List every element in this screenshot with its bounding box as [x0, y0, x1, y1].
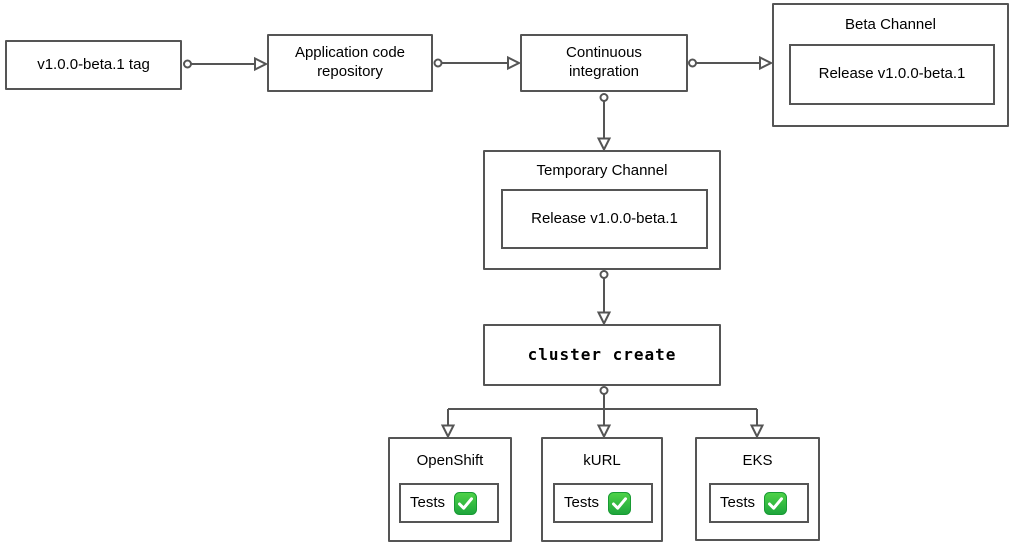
- release-label: Release v1.0.0-beta.1: [531, 209, 678, 227]
- check-mark-icon: [454, 491, 478, 515]
- eks-tests-box: Tests: [709, 483, 809, 523]
- node-label: Application code repository: [294, 44, 406, 80]
- temporary-channel-release-box: Release v1.0.0-beta.1: [501, 189, 708, 249]
- node-label: Continuous integration: [566, 44, 642, 80]
- node-label: Beta Channel: [845, 15, 936, 33]
- arrowhead-icon: [508, 58, 519, 69]
- tests-label: Tests: [410, 493, 446, 511]
- node-eks: EKS Tests: [695, 437, 820, 541]
- node-temporary-channel: Temporary Channel Release v1.0.0-beta.1: [483, 150, 721, 270]
- tests-label: Tests: [720, 493, 756, 511]
- source-dot: [601, 271, 608, 278]
- node-label: Temporary Channel: [536, 161, 668, 179]
- tests-label: Tests: [564, 493, 600, 511]
- arrowhead-icon: [599, 426, 610, 437]
- check-mark-icon: [608, 491, 632, 515]
- node-label: cluster create: [527, 345, 677, 364]
- connector-temporary-channel-to-cluster-create: [599, 271, 610, 324]
- node-cluster-create: cluster create: [483, 324, 721, 386]
- connector-repo-to-ci: [435, 58, 520, 69]
- release-label: Release v1.0.0-beta.1: [818, 65, 966, 83]
- node-beta-channel: Beta Channel Release v1.0.0-beta.1: [772, 3, 1009, 127]
- source-dot: [601, 387, 608, 394]
- arrowhead-icon: [760, 58, 771, 69]
- node-label: EKS: [742, 452, 773, 470]
- node-label: v1.0.0-beta.1 tag: [37, 55, 150, 73]
- arrowhead-icon: [443, 426, 454, 437]
- beta-channel-release-box: Release v1.0.0-beta.1: [789, 44, 995, 105]
- arrowhead-icon: [255, 59, 266, 70]
- check-mark-icon: [764, 491, 788, 515]
- connector-ci-to-temporary-channel: [599, 94, 610, 150]
- node-kurl: kURL Tests: [541, 437, 663, 542]
- kurl-tests-box: Tests: [553, 483, 653, 523]
- node-label: kURL: [583, 452, 621, 470]
- node-label: OpenShift: [416, 452, 484, 470]
- source-dot: [601, 94, 608, 101]
- source-dot: [184, 61, 191, 68]
- source-dot: [689, 60, 696, 67]
- node-continuous-integration: Continuous integration: [520, 34, 688, 92]
- node-openshift: OpenShift Tests: [388, 437, 512, 542]
- arrowhead-icon: [599, 139, 610, 150]
- openshift-tests-box: Tests: [399, 483, 499, 523]
- node-application-code-repository: Application code repository: [267, 34, 433, 92]
- arrowhead-icon: [599, 313, 610, 324]
- connector-ci-to-beta-channel: [689, 58, 771, 69]
- arrowhead-icon: [752, 426, 763, 437]
- source-dot: [435, 60, 442, 67]
- node-version-tag: v1.0.0-beta.1 tag: [5, 40, 182, 90]
- connector-tag-to-repo: [184, 59, 266, 70]
- connector-cluster-create-to-tests: [443, 387, 763, 437]
